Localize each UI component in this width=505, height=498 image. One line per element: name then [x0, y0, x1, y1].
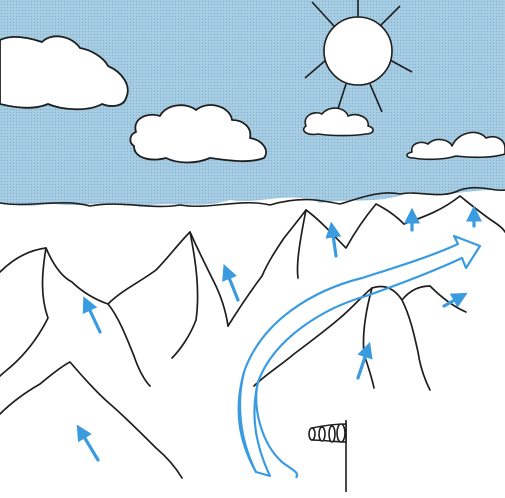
airflow-arrow: [239, 236, 480, 478]
mountain-range: [0, 196, 505, 478]
windsock-icon: [309, 420, 346, 492]
